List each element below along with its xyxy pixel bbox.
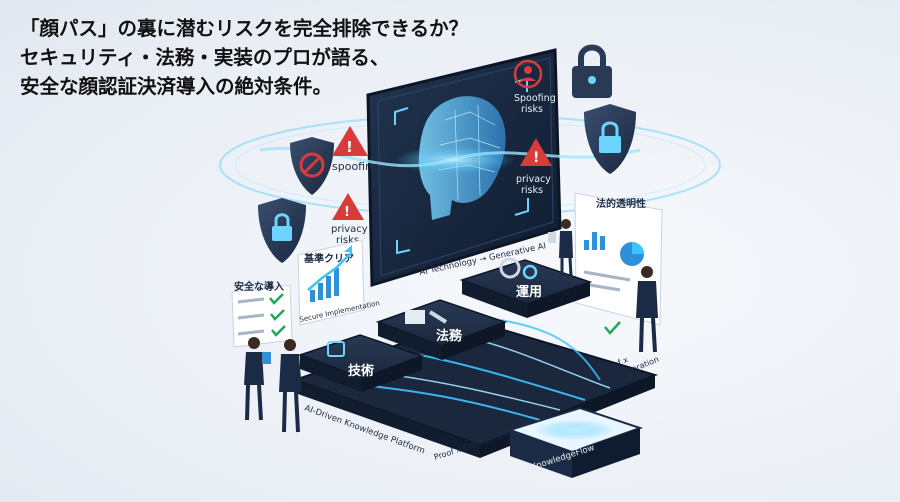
person-man-right bbox=[636, 266, 658, 353]
privacy-alert: ! privacy risks bbox=[516, 138, 552, 196]
privacy-warning: ! privacy risks bbox=[331, 193, 368, 246]
privacy-label: privacy bbox=[516, 174, 551, 185]
operations-label: 運用 bbox=[516, 285, 542, 300]
standards-chart-card: 基準クリア Secure Implementation bbox=[297, 239, 381, 326]
technology-block: 技術 bbox=[297, 334, 425, 392]
warning-triangle-icon bbox=[332, 126, 368, 156]
person-woman-top bbox=[548, 219, 573, 277]
safe-adoption-checklist: 安全な導入 bbox=[231, 280, 293, 348]
person-man-left bbox=[279, 339, 302, 433]
tablet-icon bbox=[262, 352, 271, 364]
technology-label: 技術 bbox=[348, 363, 374, 379]
right-panel-title: 法的透明性 bbox=[596, 197, 646, 210]
face-scan-screen: Spoofing risks ! privacy risks bbox=[259, 48, 641, 288]
spoofing-alert: Spoofing risks bbox=[513, 59, 556, 115]
risks-label: risks bbox=[521, 104, 543, 115]
svg-text:!: ! bbox=[533, 150, 539, 166]
headline: 「顔パス」の裏に潜むリスクを完全排除できるか？ セキュリティ・法務・実装のプロが… bbox=[20, 14, 490, 101]
lock-icon bbox=[272, 226, 292, 241]
tablet-icon bbox=[548, 232, 556, 243]
svg-text:!: ! bbox=[346, 138, 353, 156]
warning-triangle-icon bbox=[520, 138, 552, 166]
check-icon bbox=[270, 309, 285, 321]
prohibited-shield bbox=[290, 137, 334, 195]
privacy-label: privacy bbox=[331, 224, 368, 235]
risks-label: risks bbox=[521, 185, 543, 196]
gear-icon bbox=[499, 257, 521, 279]
headline-line-1: 「顔パス」の裏に潜むリスクを完全排除できるか？ bbox=[20, 17, 469, 40]
checklist-title: 安全な導入 bbox=[234, 280, 284, 293]
trend-arrow-icon bbox=[307, 251, 353, 291]
headline-line-2: セキュリティ・法務・実装のプロが語る、 bbox=[20, 46, 390, 69]
risks-label: risks bbox=[336, 235, 359, 246]
prohibited-icon bbox=[299, 152, 325, 178]
legal-label: 法務 bbox=[436, 328, 463, 344]
headline-line-3: 安全な顔認証決済導入の絶対条件。 bbox=[20, 75, 333, 98]
chip-icon bbox=[327, 341, 345, 357]
svg-text:!: ! bbox=[344, 205, 350, 220]
user-icon bbox=[524, 66, 532, 74]
document-icon bbox=[405, 310, 425, 324]
lock-top-right bbox=[572, 44, 612, 98]
person-woman-left bbox=[244, 337, 271, 421]
check-icon bbox=[604, 321, 621, 335]
gear-icon bbox=[522, 264, 538, 280]
warning-triangle-icon bbox=[332, 193, 364, 220]
knowledgeflow-block: KnowledgeFlow bbox=[506, 406, 644, 478]
lock-icon bbox=[599, 136, 621, 153]
gavel-icon bbox=[428, 310, 448, 324]
lock-shield-right bbox=[584, 104, 636, 174]
check-icon bbox=[269, 293, 284, 305]
spoofing-label: spoofing bbox=[332, 160, 379, 173]
spoofing-warning: ! spoofing bbox=[332, 126, 379, 173]
spoofing-label: Spoofing bbox=[514, 93, 556, 104]
check-icon bbox=[271, 325, 286, 337]
lock-shield-left bbox=[258, 198, 306, 263]
legal-block: 法務 bbox=[375, 299, 508, 360]
